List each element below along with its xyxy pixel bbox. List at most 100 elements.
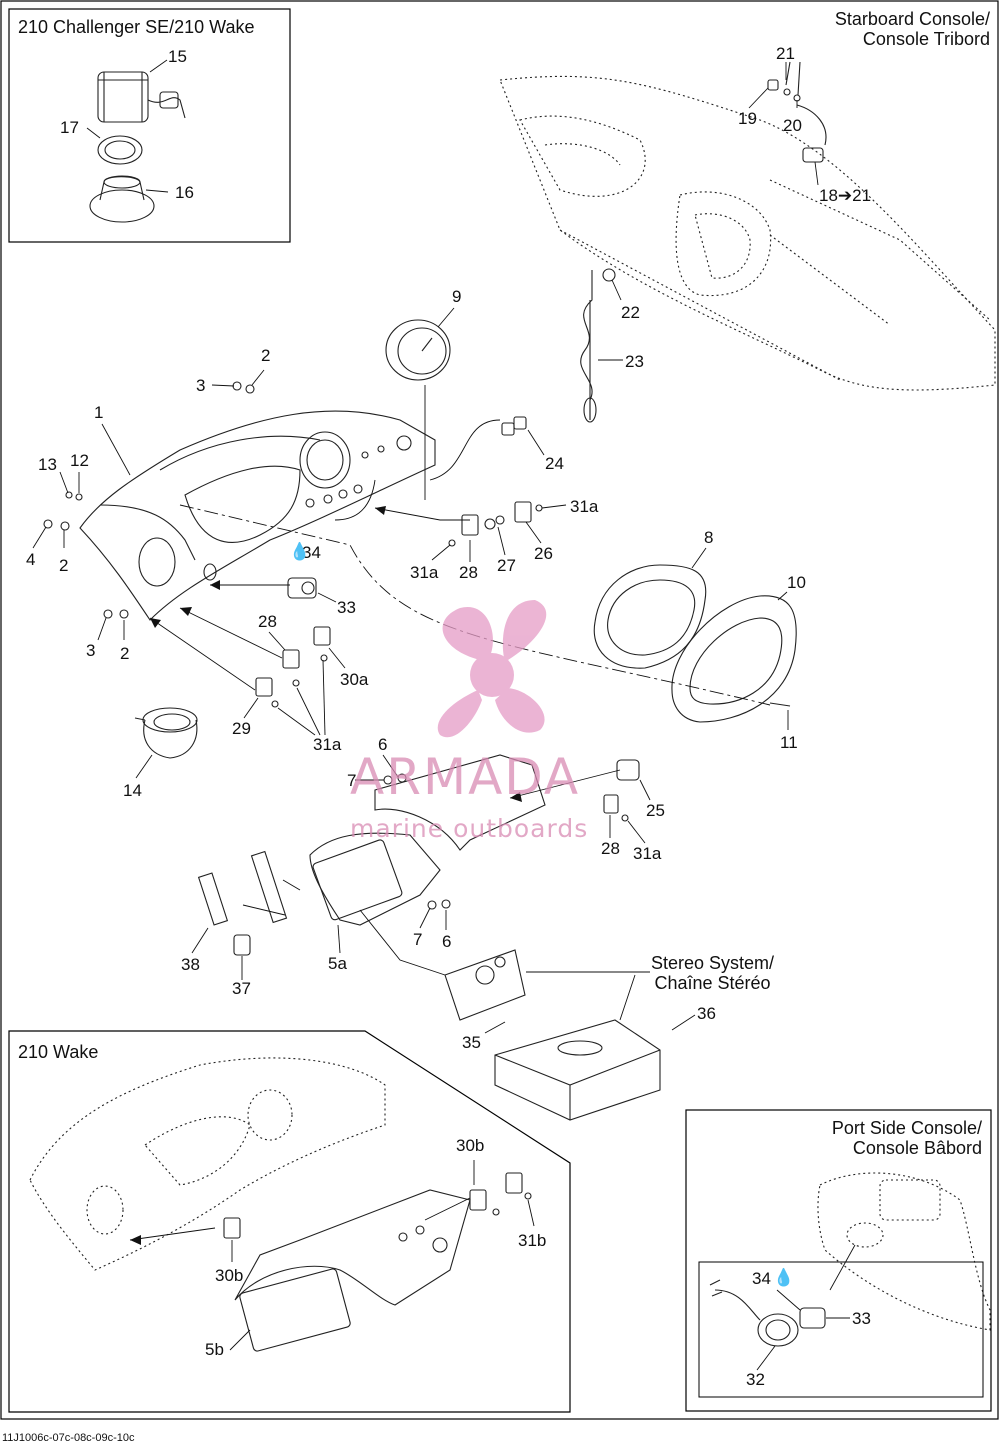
callout-30b-right: 30b	[456, 1136, 485, 1155]
callout-25: 25	[646, 801, 665, 820]
callout-34-port: 34	[752, 1269, 771, 1288]
callout-7-lower: 7	[413, 930, 423, 949]
callout-28-top: 28	[459, 563, 478, 582]
port-box	[685, 1109, 992, 1412]
port-box-title: Port Side Console/ Console Bâbord	[740, 1118, 982, 1158]
wake-box-title: 210 Wake	[18, 1042, 99, 1062]
callout-3-top: 3	[196, 376, 206, 395]
callout-29: 29	[232, 719, 251, 738]
callout-16: 16	[175, 183, 194, 202]
starboard-console	[499, 75, 996, 391]
gauge-9	[385, 319, 451, 381]
callout-23: 23	[625, 352, 644, 371]
callout-26: 26	[534, 544, 553, 563]
callout-20: 20	[783, 116, 802, 135]
callout-24: 24	[545, 454, 564, 473]
callout-4: 4	[26, 550, 36, 569]
leader-lines	[32, 59, 850, 1371]
callout-10: 10	[787, 573, 806, 592]
callout-32: 32	[746, 1370, 765, 1389]
callout-6-lower: 6	[442, 932, 452, 951]
callout-27: 27	[497, 556, 516, 575]
stereo-title-line2: Chaîne Stéréo	[654, 973, 771, 993]
callout-2-lower: 2	[120, 644, 130, 663]
callout-22: 22	[621, 303, 640, 322]
port-title-line1: Port Side Console/	[831, 1118, 982, 1138]
arrows	[129, 419, 856, 1291]
gauge-14	[134, 707, 198, 759]
callout-12: 12	[70, 451, 89, 470]
callout-5b: 5b	[205, 1340, 224, 1359]
callout-21: 21	[776, 44, 795, 63]
diagram-reference-code: 11J1006c-07c-08c-09c-10c	[2, 1432, 135, 1444]
trim-ring-17	[97, 135, 143, 165]
callout-34-top: 34	[302, 543, 321, 562]
callout-5a: 5a	[328, 954, 347, 973]
callout-9: 9	[452, 287, 462, 306]
starboard-switch-parts	[580, 61, 827, 423]
bezel-10	[671, 595, 797, 723]
port-inner-box	[698, 1261, 984, 1398]
port-parts	[709, 1279, 826, 1347]
callout-14: 14	[123, 781, 142, 800]
watermark-propeller-icon	[437, 600, 547, 738]
callout-13: 13	[38, 455, 57, 474]
callout-19: 19	[738, 109, 757, 128]
callout-33-top: 33	[337, 598, 356, 617]
callout-31a-mid: 31a	[410, 563, 439, 582]
callout-2-left: 2	[59, 556, 69, 575]
wake-dashboard	[29, 1057, 386, 1271]
switch-parts	[43, 381, 640, 910]
starboard-title-line1: Starboard Console/	[834, 9, 990, 29]
callout-35: 35	[462, 1033, 481, 1052]
wake-switches	[223, 1172, 532, 1239]
callout-38: 38	[181, 955, 200, 974]
callout-31a-right: 31a	[570, 497, 599, 516]
callout-31a-lower: 31a	[633, 844, 662, 863]
port-console	[817, 1172, 991, 1331]
callout-15: 15	[168, 47, 187, 66]
port-title-line2: Console Bâbord	[852, 1138, 982, 1158]
dashboard-1	[79, 410, 436, 621]
screw-11	[769, 702, 791, 707]
callout-28-mid: 28	[601, 839, 620, 858]
panel-5a	[309, 754, 546, 926]
callout-8: 8	[704, 528, 714, 547]
callout-1: 1	[94, 403, 104, 422]
callout-6-top: 6	[378, 735, 388, 754]
stereo-title: Stereo System/ Chaîne Stéréo	[651, 953, 774, 993]
watermark-brand: ARMADA	[350, 748, 581, 806]
stereo-head-unit	[444, 949, 526, 1021]
stereo-amplifier	[494, 1019, 661, 1121]
callout-30b-left: 30b	[215, 1266, 244, 1285]
challenger-box-title: 210 Challenger SE/210 Wake	[18, 17, 255, 37]
starboard-box-title: Starboard Console/ Console Tribord	[780, 9, 990, 49]
instrument-cluster-8	[593, 564, 707, 669]
bracket-37-38	[197, 850, 288, 956]
callout-37: 37	[232, 979, 251, 998]
callout-7-top: 7	[347, 771, 357, 790]
watermark-tagline: marine outboards	[350, 814, 589, 843]
callout-18-21: 18➔21	[819, 186, 872, 205]
panel-5b	[234, 1189, 471, 1352]
callout-31b: 31b	[518, 1231, 547, 1250]
speaker-housing-15	[97, 71, 186, 123]
callout-31a-left: 31a	[313, 735, 342, 754]
arrow-heads	[130, 506, 522, 1245]
callout-28-left: 28	[258, 612, 277, 631]
callout-33-port: 33	[852, 1309, 871, 1328]
speaker-cup-16	[89, 175, 155, 223]
callout-17: 17	[60, 118, 79, 137]
outer-border	[0, 0, 999, 1420]
callout-36: 36	[697, 1004, 716, 1023]
drop-icon-port: 💧	[773, 1268, 795, 1287]
callout-2-top: 2	[261, 346, 271, 365]
callout-3-left: 3	[86, 641, 96, 660]
callout-11: 11	[780, 733, 798, 752]
callout-30a: 30a	[340, 670, 369, 689]
wake-box	[8, 1030, 571, 1413]
starboard-title-line2: Console Tribord	[862, 29, 990, 49]
stereo-title-line1: Stereo System/	[651, 953, 775, 973]
drop-icon-top: 💧	[289, 542, 311, 561]
